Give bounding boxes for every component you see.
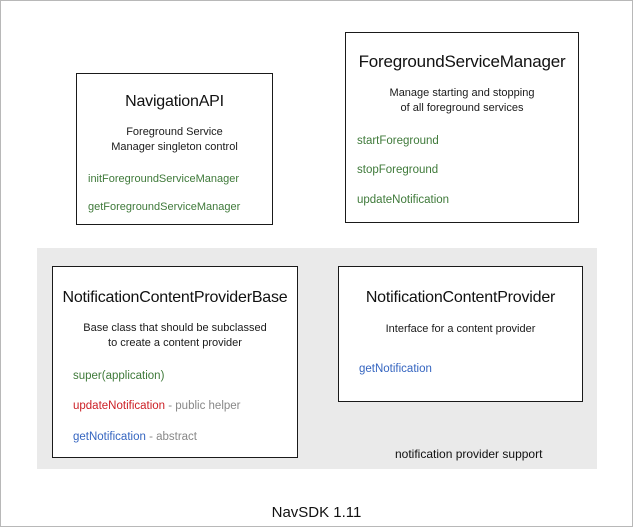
class-description-line: Interface for a content provider	[385, 323, 536, 335]
method-name: updateNotification	[73, 400, 166, 413]
class-box-notification-content-provider[interactable]: NotificationContentProvider Interface fo…	[338, 266, 583, 402]
class-description-line: Manage starting and stopping	[389, 87, 535, 99]
class-description-navigation-api: Foreground Service Manager singleton con…	[77, 125, 272, 155]
class-description-line: Foreground Service	[126, 126, 223, 138]
method-item[interactable]: initForegroundServiceManager	[88, 172, 272, 185]
class-description-line: to create a content provider	[108, 336, 242, 349]
group-panel-caption: notification provider support	[395, 447, 543, 461]
method-list-notification-content-provider-base: super(application) updateNotification - …	[53, 369, 297, 444]
method-name: updateNotification	[357, 193, 450, 206]
method-item[interactable]: stopForeground	[357, 164, 578, 177]
method-name: getNotification	[359, 362, 432, 375]
method-name: getForegroundServiceManager	[88, 200, 241, 213]
class-title-foreground-service-manager: ForegroundServiceManager	[358, 52, 566, 71]
class-description-notification-content-provider-base: Base class that should be subclassed to …	[53, 321, 297, 351]
class-title-notification-content-provider: NotificationContentProvider	[365, 289, 556, 306]
footer-version-label: NavSDK 1.11	[271, 504, 362, 521]
class-description-foreground-service-manager: Manage starting and stopping of all fore…	[346, 86, 578, 116]
method-item[interactable]: getNotification	[359, 362, 582, 376]
method-item[interactable]: updateNotification - public helper	[73, 400, 297, 413]
class-description-line: of all foreground services	[400, 101, 524, 114]
method-list-navigation-api: initForegroundServiceManager getForegrou…	[77, 172, 272, 213]
class-description-line: Base class that should be subclassed	[83, 322, 267, 334]
method-item[interactable]: getNotification - abstract	[73, 430, 297, 444]
method-item[interactable]: startForeground	[357, 134, 578, 148]
method-name: startForeground	[357, 134, 439, 147]
method-name: initForegroundServiceManager	[88, 172, 240, 185]
method-list-foreground-service-manager: startForeground stopForeground updateNot…	[346, 134, 578, 207]
method-item[interactable]: getForegroundServiceManager	[88, 200, 272, 213]
class-title-navigation-api: NavigationAPI	[125, 93, 224, 110]
class-description-notification-content-provider: Interface for a content provider	[339, 322, 582, 337]
class-title-notification-content-provider-base: NotificationContentProviderBase	[62, 289, 288, 306]
method-note: - abstract	[145, 430, 198, 443]
method-name: getNotification	[73, 430, 146, 443]
method-item[interactable]: super(application)	[73, 369, 297, 383]
class-description-line: Manager singleton control	[111, 140, 238, 153]
class-box-navigation-api[interactable]: NavigationAPI Foreground Service Manager…	[76, 73, 273, 225]
method-name: super(application)	[73, 369, 165, 382]
class-box-notification-content-provider-base[interactable]: NotificationContentProviderBase Base cla…	[52, 266, 298, 458]
method-note: - public helper	[165, 400, 241, 413]
method-item[interactable]: updateNotification	[357, 193, 578, 207]
method-name: stopForeground	[357, 164, 439, 177]
class-box-foreground-service-manager[interactable]: ForegroundServiceManager Manage starting…	[345, 32, 579, 223]
method-list-notification-content-provider: getNotification	[339, 362, 582, 376]
